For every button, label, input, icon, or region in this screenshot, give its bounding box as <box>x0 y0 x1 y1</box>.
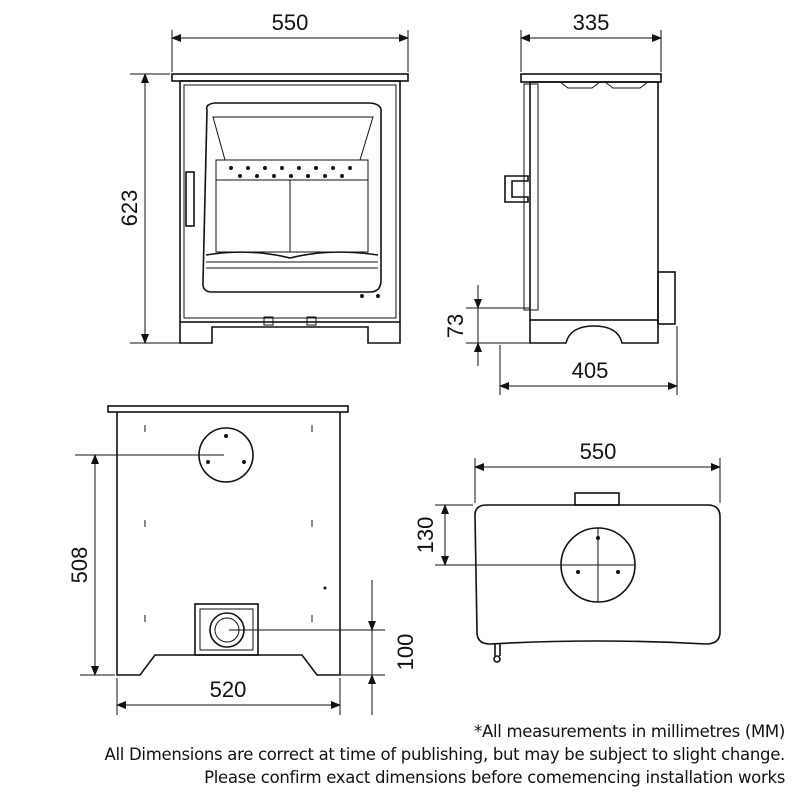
side-depth-dimension: 335 <box>573 10 610 35</box>
rear-view: 508 520 100 <box>67 405 418 715</box>
side-overall-depth-dimension: 405 <box>572 358 609 383</box>
front-height-dimension: 623 <box>117 190 142 227</box>
front-vent-dots <box>229 166 380 298</box>
side-outlet-height-dimension: 73 <box>443 314 468 338</box>
front-width-dimension: 550 <box>272 10 309 35</box>
rear-outlet-height-dimension: 508 <box>67 547 92 584</box>
rear-width-dimension: 520 <box>210 677 247 702</box>
top-flue-offset-dimension: 130 <box>413 517 438 554</box>
units-note: *All measurements in millimetres (MM) <box>474 722 785 741</box>
disclaimer-note: All Dimensions are correct at time of pu… <box>104 745 786 764</box>
front-view: 550 623 <box>117 10 409 344</box>
rear-lower-outlet-dimension: 100 <box>393 634 418 671</box>
top-width-dimension: 550 <box>580 439 617 464</box>
side-view: 335 73 405 <box>443 10 678 395</box>
confirm-note: Please confirm exact dimensions before c… <box>204 768 785 787</box>
top-view: 550 130 <box>413 439 721 663</box>
